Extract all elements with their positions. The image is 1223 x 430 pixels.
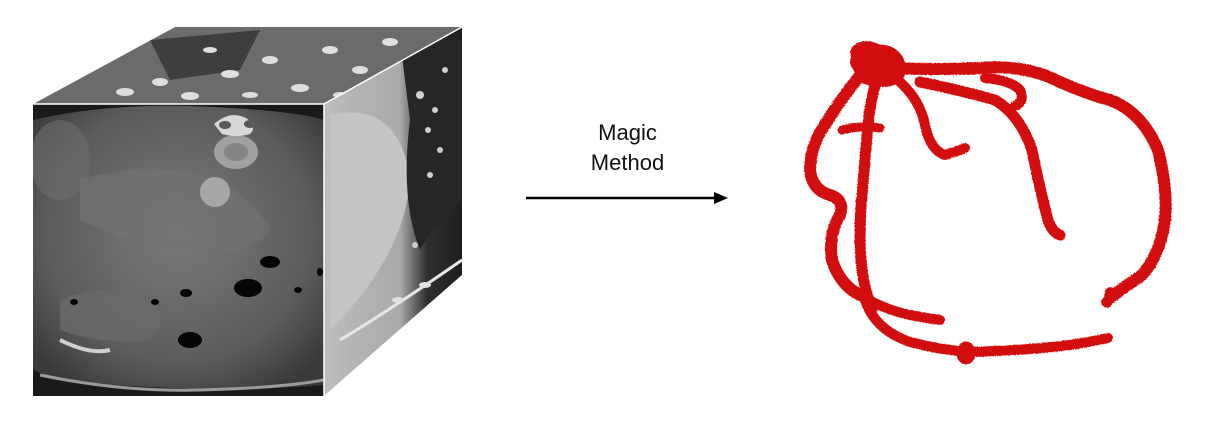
coronary-vessel-render <box>804 41 1172 365</box>
ct-volume-cube-image <box>33 26 463 396</box>
arrow-label-line1: Magic <box>598 120 657 145</box>
ct-side-face <box>324 27 462 396</box>
vessel-left-inner <box>854 70 884 316</box>
right-arrow-icon <box>526 192 728 204</box>
ct-top-face <box>33 27 462 104</box>
vessel-middle <box>914 76 1066 241</box>
cube-edges <box>33 26 463 396</box>
vessel-hub-loop <box>850 41 885 65</box>
arrow-label-line2: Method <box>590 150 665 175</box>
arrow-label: Magic Method <box>520 118 735 178</box>
vessel-bulge <box>956 341 976 365</box>
vessel-hook <box>980 73 1027 111</box>
vessel-middle-short <box>895 77 970 160</box>
vessel-bottom <box>860 295 1113 357</box>
vessel-right-stub <box>1101 287 1115 308</box>
ct-front-face <box>33 104 324 396</box>
process-arrow-group: Magic Method <box>520 118 735 218</box>
vessel-left-outer <box>804 62 872 301</box>
vessel-bottom-inner <box>855 290 945 325</box>
vessel-top-right <box>882 61 1172 304</box>
vessel-left-stub <box>837 122 885 135</box>
